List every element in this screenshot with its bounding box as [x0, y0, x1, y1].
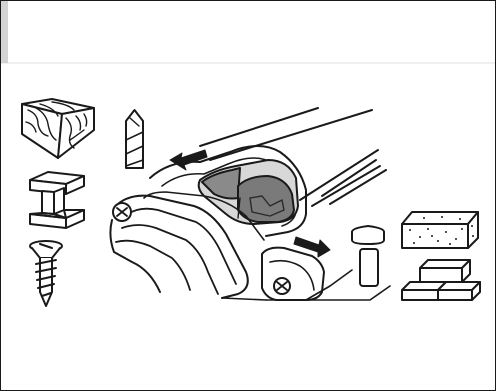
stone-block-icon — [401, 211, 479, 249]
screw-head-icon — [112, 202, 132, 222]
screw-head-icon — [273, 277, 291, 295]
steel-i-beam-icon — [29, 171, 85, 229]
side-tab — [1, 1, 8, 63]
masonry-bit-icon — [351, 225, 385, 287]
drill-housing-illustration — [109, 107, 391, 301]
arrow-left-up-icon — [169, 149, 208, 171]
wood-screw-icon — [29, 240, 63, 307]
stone-texture — [409, 216, 474, 245]
brick-stack-icon — [401, 259, 481, 301]
wood-block-icon — [21, 98, 95, 159]
drill-bit-icon — [125, 109, 144, 169]
arrow-right-down-icon — [293, 236, 331, 258]
